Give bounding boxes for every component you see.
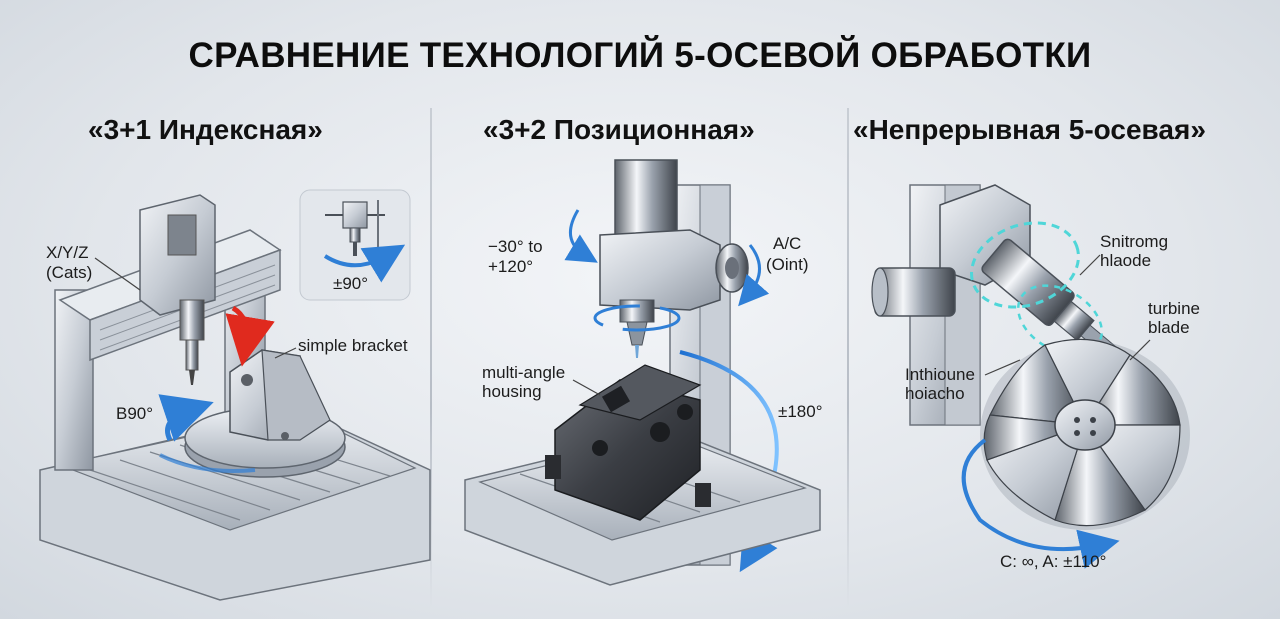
p2-part-line1: multi-angle	[482, 363, 566, 382]
panel-3-heading: «Непрерывная 5-осевая»	[853, 114, 1206, 145]
p1-axes-label: X/Y/Z	[46, 243, 89, 262]
p3-part-line2: blade	[1148, 318, 1190, 337]
p1-b-axis-label: B90°	[116, 404, 154, 423]
panel-2-heading: «3+2 Позиционная»	[483, 114, 755, 145]
p2-axes-label: A/C	[773, 234, 802, 253]
panel-2-machine	[464, 159, 821, 586]
panel-3-machine	[871, 184, 1190, 569]
panel-1-heading: «3+1 Индексная»	[88, 114, 323, 145]
p2-part-line2: housing	[482, 382, 542, 401]
panel-divider-left	[430, 108, 432, 608]
p2-rotation-label: ±180°	[778, 402, 823, 421]
p3-left-line1: Inthioune	[905, 365, 975, 384]
panel-1-machine	[39, 194, 431, 601]
spindle-icon	[299, 189, 411, 301]
p2-tilt-range-line2: +120°	[488, 257, 534, 276]
p3-top-line1: Snitromg	[1100, 232, 1169, 251]
p3-axes-label: C: ∞, A: ±110°	[1000, 552, 1107, 571]
panel-divider-right	[847, 108, 849, 608]
p2-axes-sub-label: (Oint)	[766, 255, 809, 274]
p3-top-line2: hlaode	[1100, 251, 1152, 270]
p1-axes-sub-label: (Cats)	[46, 263, 93, 282]
p1-part-label: simple bracket	[298, 336, 408, 355]
rotation-arrow-icon	[323, 244, 406, 283]
p3-part-line1: turbine	[1148, 299, 1200, 318]
p1-rotation-label: ±90°	[333, 274, 369, 293]
p3-left-line2: hoiacho	[905, 384, 965, 403]
p2-tilt-range-line1: −30° to	[488, 237, 543, 256]
page-title: СРАВНЕНИЕ ТЕХНОЛОГИЙ 5-ОСЕВОЙ ОБРАБОТКИ	[188, 36, 1092, 75]
